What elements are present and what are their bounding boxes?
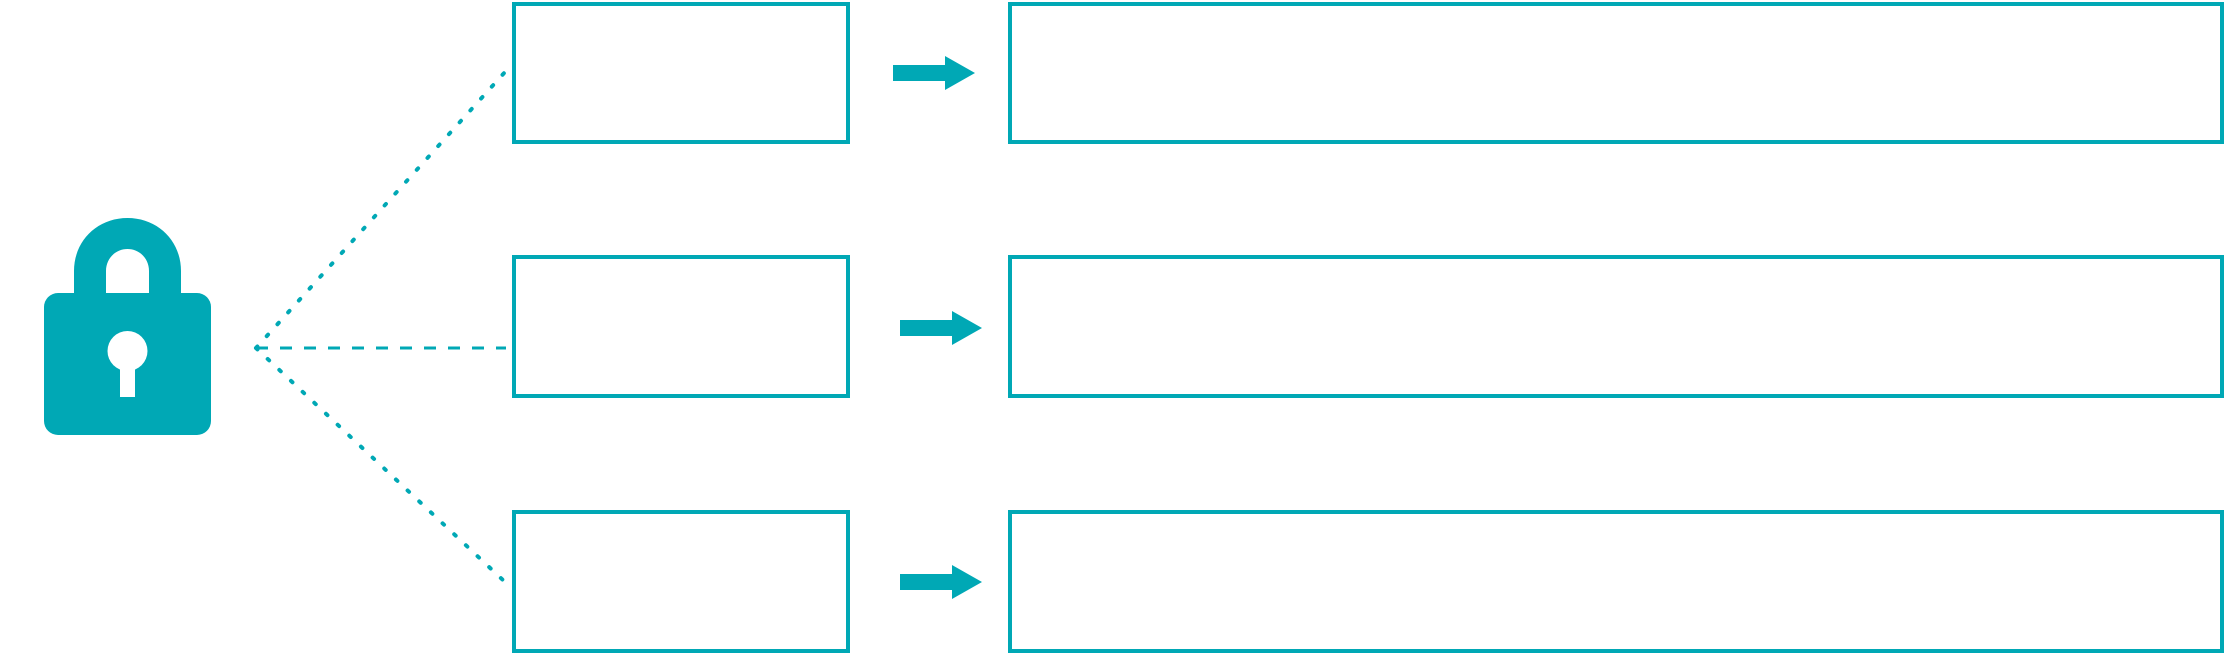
left-box-row-3[interactable] bbox=[512, 510, 850, 653]
right-box-row-2[interactable] bbox=[1008, 255, 2224, 398]
left-box-row-1[interactable] bbox=[512, 2, 850, 144]
right-box-row-3[interactable] bbox=[1008, 510, 2224, 653]
connector-line-row-3 bbox=[254, 346, 507, 584]
lock-icon bbox=[30, 205, 225, 445]
arrow-right-icon-row-1 bbox=[893, 56, 975, 90]
arrow-right-icon-row-3 bbox=[900, 565, 982, 599]
right-box-row-1[interactable] bbox=[1008, 2, 2224, 144]
arrow-right-icon-row-2 bbox=[900, 311, 982, 345]
left-box-row-2[interactable] bbox=[512, 255, 850, 398]
connector-line-row-1 bbox=[254, 70, 507, 350]
